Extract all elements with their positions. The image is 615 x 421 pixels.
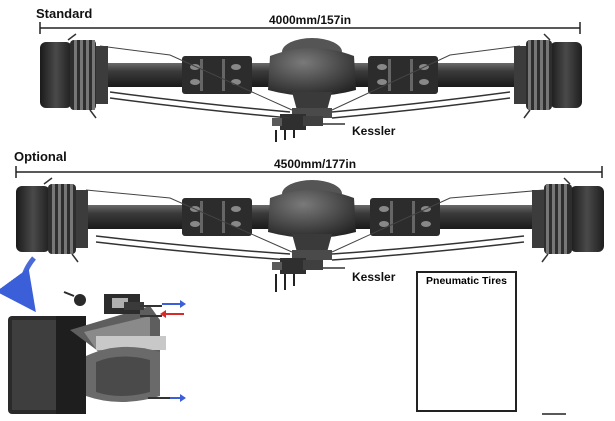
standard-pinion [280, 114, 306, 130]
standard-width-label: 4000mm/157in [268, 13, 352, 27]
pneumatic-tires-box: Pneumatic Tires [416, 271, 517, 412]
optional-differential [268, 190, 356, 238]
standard-brand-label: Kessler [352, 124, 396, 138]
optional-title: Optional [14, 149, 67, 164]
optional-right-hub [532, 177, 604, 263]
standard-title: Standard [36, 6, 93, 21]
standard-differential [268, 48, 356, 96]
optional-width-label: 4500mm/177in [273, 157, 357, 171]
optional-left-hub [16, 177, 88, 263]
optional-axle [15, 166, 604, 292]
standard-right-hub [514, 33, 582, 119]
pneumatic-tires-title: Pneumatic Tires [426, 275, 507, 287]
standard-left-hub [40, 33, 108, 119]
optional-pinion [280, 258, 306, 274]
standard-axle [39, 22, 582, 142]
optional-brand-label: Kessler [352, 270, 396, 284]
hub-cutaway-detail [8, 291, 186, 414]
callout-arrow [0, 256, 36, 313]
